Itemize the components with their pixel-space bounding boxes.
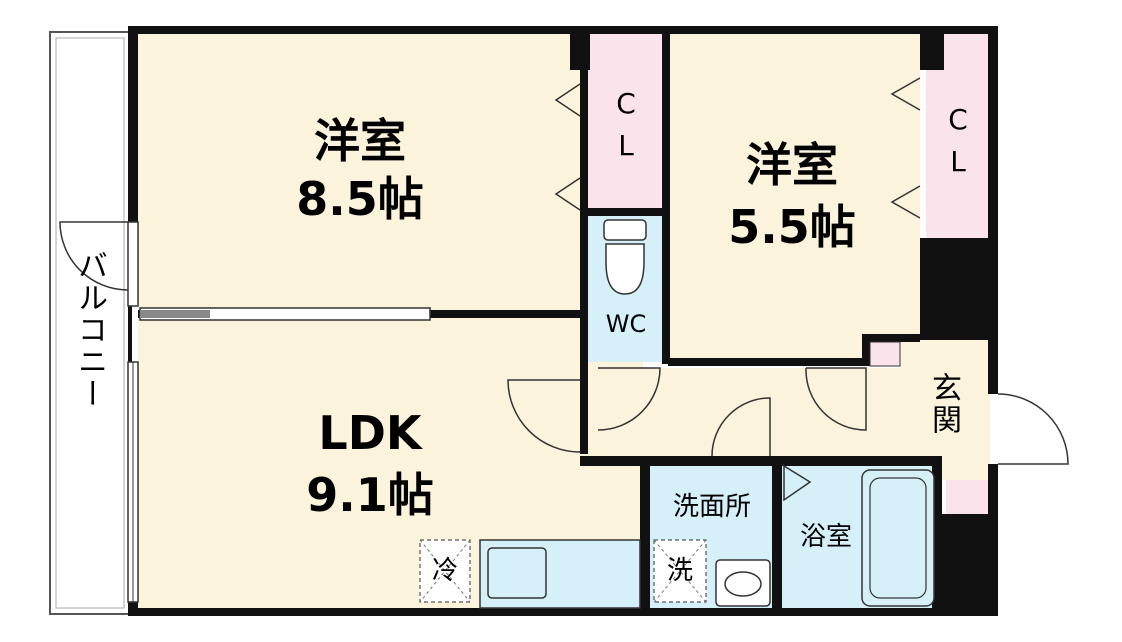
closet-left-label-c: C [616, 87, 636, 120]
fridge-label: 冷 [431, 556, 458, 586]
western-small-name: 洋室 [746, 138, 838, 192]
western-large-area: 8.5帖 [296, 172, 424, 226]
balcony-label: バルコニー [72, 250, 107, 410]
kitchen-sink [487, 547, 547, 599]
washer-label: 洗 [666, 556, 693, 586]
toilet-door-swing [597, 367, 661, 431]
wash-basin [715, 559, 771, 607]
balcony-area [49, 31, 131, 615]
western-small-area: 5.5帖 [728, 200, 856, 254]
closet-right-label-c: C [948, 103, 968, 136]
hallway-floor [580, 368, 900, 460]
window-upper [127, 221, 139, 307]
toilet-fixture [603, 219, 647, 295]
western-small-floor [668, 32, 920, 362]
entrance-closet-fill [946, 480, 990, 514]
balcony-door-swing [59, 221, 129, 291]
walls [128, 26, 998, 616]
bathroom-door [783, 464, 812, 502]
western-large-floor [138, 32, 580, 312]
entrance-door-swing [997, 393, 1069, 465]
closet-left-label-l: L [618, 129, 634, 162]
ldk-name: LDK [318, 406, 422, 460]
ldk-door-swing [507, 379, 581, 453]
closet-right-label-l: L [950, 145, 966, 178]
toilet-label: WC [605, 310, 647, 338]
washroom-label: 洗面所 [672, 492, 751, 522]
western-small-door-swing [805, 367, 867, 431]
ldk-area: 9.1帖 [306, 468, 434, 522]
western-large-name: 洋室 [314, 114, 406, 168]
bathroom-label: 浴室 [799, 522, 852, 552]
closet-left-fill [588, 32, 662, 210]
closet-right-doors [890, 77, 921, 219]
washroom-door-swing [711, 397, 771, 457]
closet-left-doors [554, 83, 581, 211]
bathtub [861, 469, 935, 607]
entrance-label: 玄関 [926, 372, 961, 436]
balcony-inner [55, 37, 125, 609]
